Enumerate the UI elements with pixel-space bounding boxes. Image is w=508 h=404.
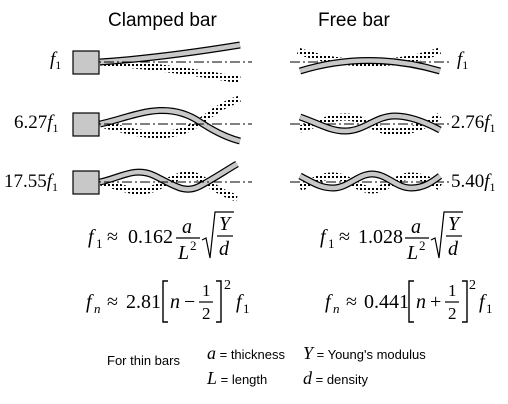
free-mode1-shape <box>290 47 452 75</box>
free-f1-lhs: f <box>320 226 328 248</box>
clamped-f1-num: a <box>182 216 192 238</box>
note-youngs-modulus: Y = Young's modulus <box>303 343 426 364</box>
clamped-mode3-label: 17.55f1 <box>4 171 59 194</box>
clamped-mode1-bar <box>99 42 241 65</box>
clamped-fn-approx: ≈ <box>107 291 118 313</box>
note-thickness-text: = thickness <box>216 347 286 362</box>
free-mode1-label: f1 <box>457 49 469 72</box>
clamped-fn-op: − <box>184 291 195 313</box>
free-fn-lhs-sub: n <box>333 301 340 316</box>
free-fn-op: + <box>430 291 441 313</box>
free-fn-tail: f <box>479 291 487 313</box>
clamped-fn-formula: f n ≈ 2.81 n − 1 2 2 f 1 <box>86 278 250 323</box>
free-fn-frac-num: 1 <box>448 281 457 300</box>
note-youngs-modulus-symbol: Y <box>303 343 314 363</box>
clamped-bar-title: Clamped bar <box>108 10 217 31</box>
clamped-fn-right-bracket <box>216 280 222 323</box>
clamped-mode2-dotted-bar <box>99 95 241 139</box>
clamped-fn-left-bracket <box>162 280 168 323</box>
free-f1-den: L <box>406 242 418 264</box>
free-fn-right-bracket <box>462 280 468 323</box>
note-density-text: = density <box>312 372 369 387</box>
free-fn-approx: ≈ <box>346 291 357 313</box>
clamped-mode1-dotted-bar <box>99 58 241 84</box>
free-fn-frac-den: 2 <box>448 304 457 323</box>
clamped-mode3-clamp <box>72 170 100 195</box>
clamped-mode3-dotted-bar <box>99 171 238 202</box>
clamped-fn-exp: 2 <box>224 278 231 293</box>
clamped-fn-frac-num: 1 <box>202 281 211 300</box>
free-fn-tail-sub: 1 <box>486 301 493 316</box>
free-fn-lhs: f <box>325 291 333 313</box>
free-f1-rad-den: d <box>448 238 459 260</box>
clamped-mode1-clamp <box>72 50 100 75</box>
clamped-f1-den-exp: 2 <box>190 238 197 253</box>
note-density: d = density <box>303 368 368 389</box>
clamped-fn-lhs: f <box>86 291 94 313</box>
free-f1-lhs-sub: 1 <box>328 236 335 251</box>
free-mode3-shape <box>290 170 452 194</box>
note-thickness: a = thickness <box>207 343 285 364</box>
free-fn-formula: f n ≈ 0.441 n + 1 2 2 f 1 <box>325 278 493 323</box>
note-length: L = length <box>207 368 267 389</box>
clamped-fn-tail: f <box>236 291 244 313</box>
free-fn-left-bracket <box>408 280 414 323</box>
free-mode2-label: 2.76f1 <box>451 112 496 135</box>
note-length-symbol: L <box>207 368 218 388</box>
free-f1-num: a <box>411 216 421 238</box>
note-density-symbol: d <box>303 368 312 388</box>
clamped-mode2-label: 6.27f1 <box>14 112 59 135</box>
free-bar-title: Free bar <box>318 10 390 31</box>
free-mode2-bar <box>299 113 442 134</box>
clamped-mode1-shape <box>72 41 252 84</box>
clamped-f1-den: L <box>177 242 189 264</box>
free-mode3-bar <box>298 171 442 191</box>
clamped-fn-tail-sub: 1 <box>243 301 250 316</box>
clamped-mode2-clamp <box>72 112 100 137</box>
clamped-mode1-label: f1 <box>50 49 62 72</box>
clamped-mode2-shape <box>72 95 252 145</box>
free-mode3-label: 5.40f1 <box>451 171 496 194</box>
clamped-f1-rad-den: d <box>219 238 230 260</box>
clamped-mode3-bar <box>99 162 239 192</box>
free-fn-n: n <box>416 291 426 313</box>
free-mode1-bar <box>299 58 441 74</box>
free-f1-formula: f 1 ≈ 1.028 a L 2 Y d <box>320 211 463 264</box>
free-fn-coef: 0.441 <box>364 291 409 313</box>
clamped-fn-lhs-sub: n <box>94 301 101 316</box>
free-f1-rad-num: Y <box>448 213 461 235</box>
clamped-f1-approx: ≈ <box>107 226 118 248</box>
free-fn-exp: 2 <box>469 278 476 293</box>
notes-intro: For thin bars <box>107 353 180 368</box>
note-length-text: = length <box>217 372 268 387</box>
note-youngs-modulus-text: = Young's modulus <box>313 347 426 362</box>
clamped-f1-radical <box>201 211 234 259</box>
clamped-f1-coef: 0.162 <box>128 226 173 248</box>
clamped-f1-lhs-sub: 1 <box>96 236 103 251</box>
clamped-mode2-bar <box>99 108 241 144</box>
note-thickness-symbol: a <box>207 343 216 363</box>
free-f1-radical <box>430 211 463 259</box>
free-f1-den-exp: 2 <box>419 238 426 253</box>
clamped-f1-formula: f 1 ≈ 0.162 a L 2 Y d <box>88 211 234 264</box>
clamped-fn-frac-den: 2 <box>202 304 211 323</box>
free-mode2-shape <box>290 112 452 136</box>
clamped-fn-n: n <box>170 291 180 313</box>
free-mode3-dotted-bar <box>298 172 442 194</box>
clamped-mode3-shape <box>72 160 252 202</box>
clamped-f1-lhs: f <box>88 226 96 248</box>
clamped-fn-coef: 2.81 <box>126 291 161 313</box>
clamped-f1-rad-num: Y <box>219 213 232 235</box>
free-f1-approx: ≈ <box>339 226 350 248</box>
free-f1-coef: 1.028 <box>358 226 403 248</box>
